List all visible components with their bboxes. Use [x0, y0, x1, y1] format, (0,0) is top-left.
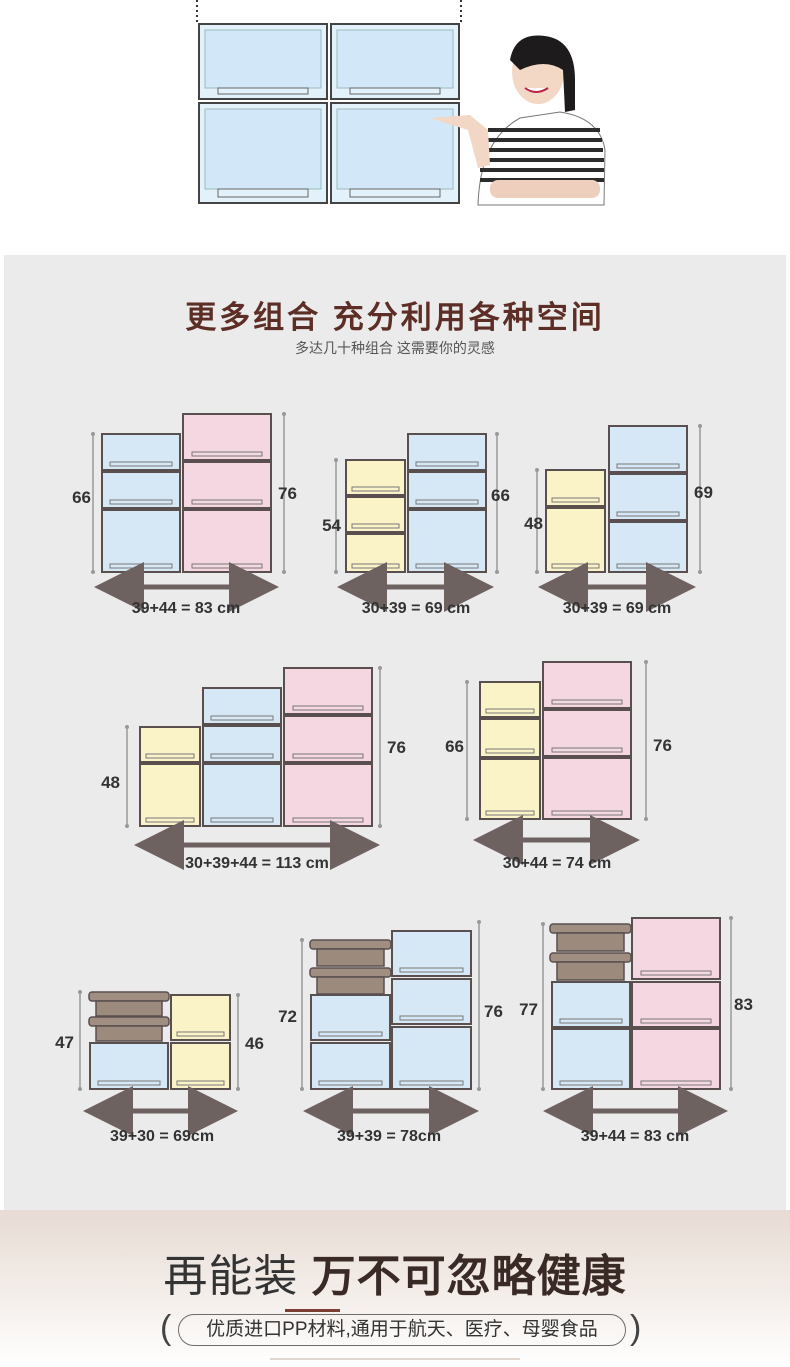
height-label: 48: [101, 773, 120, 792]
combo-7: 72 76 39+39 = 78cm: [278, 920, 503, 1145]
height-label: 54: [322, 516, 341, 535]
height-label: 77: [519, 1000, 538, 1019]
combo-6: 47 46 39+30 = 69cm: [55, 990, 264, 1145]
banner-accent-line: [285, 1309, 340, 1312]
height-label: 66: [491, 486, 510, 505]
height-label: 76: [484, 1002, 503, 1021]
combo-3: 48 69 30+39 = 69 cm: [524, 424, 713, 617]
bottom-banner: [0, 1210, 790, 1367]
height-label: 69: [694, 483, 713, 502]
height-label: 72: [278, 1007, 297, 1026]
woman-figure: [430, 35, 606, 206]
fine-print-line: [270, 1358, 520, 1360]
height-label: 47: [55, 1033, 74, 1052]
width-label: 30+44 = 74 cm: [503, 855, 612, 872]
paren-right: ): [630, 1309, 642, 1347]
banner-tagline: 优质进口PP材料,通用于航天、医疗、母婴食品: [178, 1314, 626, 1346]
combo-5: 66 76 30+44 = 74 cm: [445, 660, 672, 872]
height-label: 46: [245, 1034, 264, 1053]
height-label: 76: [278, 484, 297, 503]
combo-2: 54 66 30+39 = 69 cm: [322, 432, 510, 617]
width-label: 39+30 = 69cm: [110, 1128, 214, 1145]
height-label: 76: [387, 738, 406, 757]
storage-box: [198, 23, 328, 100]
width-label: 30+39 = 69 cm: [362, 600, 471, 617]
width-label: 39+44 = 83 cm: [581, 1128, 690, 1145]
banner-title: 再能装 万不可忽略健康: [0, 1240, 790, 1304]
width-label: 30+39 = 69 cm: [563, 600, 672, 617]
height-label: 83: [734, 995, 753, 1014]
banner-title-part1: 再能装: [163, 1252, 299, 1301]
wall-storage-illustration: [196, 0, 606, 206]
paren-left: (: [160, 1309, 172, 1347]
banner-title-part2: 万不可忽略健康: [311, 1252, 627, 1301]
combo-4: 48 76 30+39+44 = 113 cm: [101, 666, 406, 872]
height-label: 66: [72, 488, 91, 507]
width-label: 39+39 = 78cm: [337, 1128, 441, 1145]
combo-1: 66 76 39+44 = 83 cm: [72, 412, 297, 617]
height-label: 76: [653, 736, 672, 755]
storage-box: [198, 102, 328, 204]
width-label: 30+39+44 = 113 cm: [185, 855, 329, 872]
width-label: 39+44 = 83 cm: [132, 600, 241, 617]
section-subtitle: 多达几十种组合 这需要你的灵感: [295, 340, 495, 356]
section-title: 更多组合 充分利用各种空间: [185, 300, 605, 335]
height-label: 66: [445, 737, 464, 756]
top-photo-area: [0, 0, 790, 255]
storage-box: [330, 23, 460, 100]
height-label: 48: [524, 514, 543, 533]
combo-8: 77 83 39+44 = 83 cm: [519, 916, 753, 1145]
